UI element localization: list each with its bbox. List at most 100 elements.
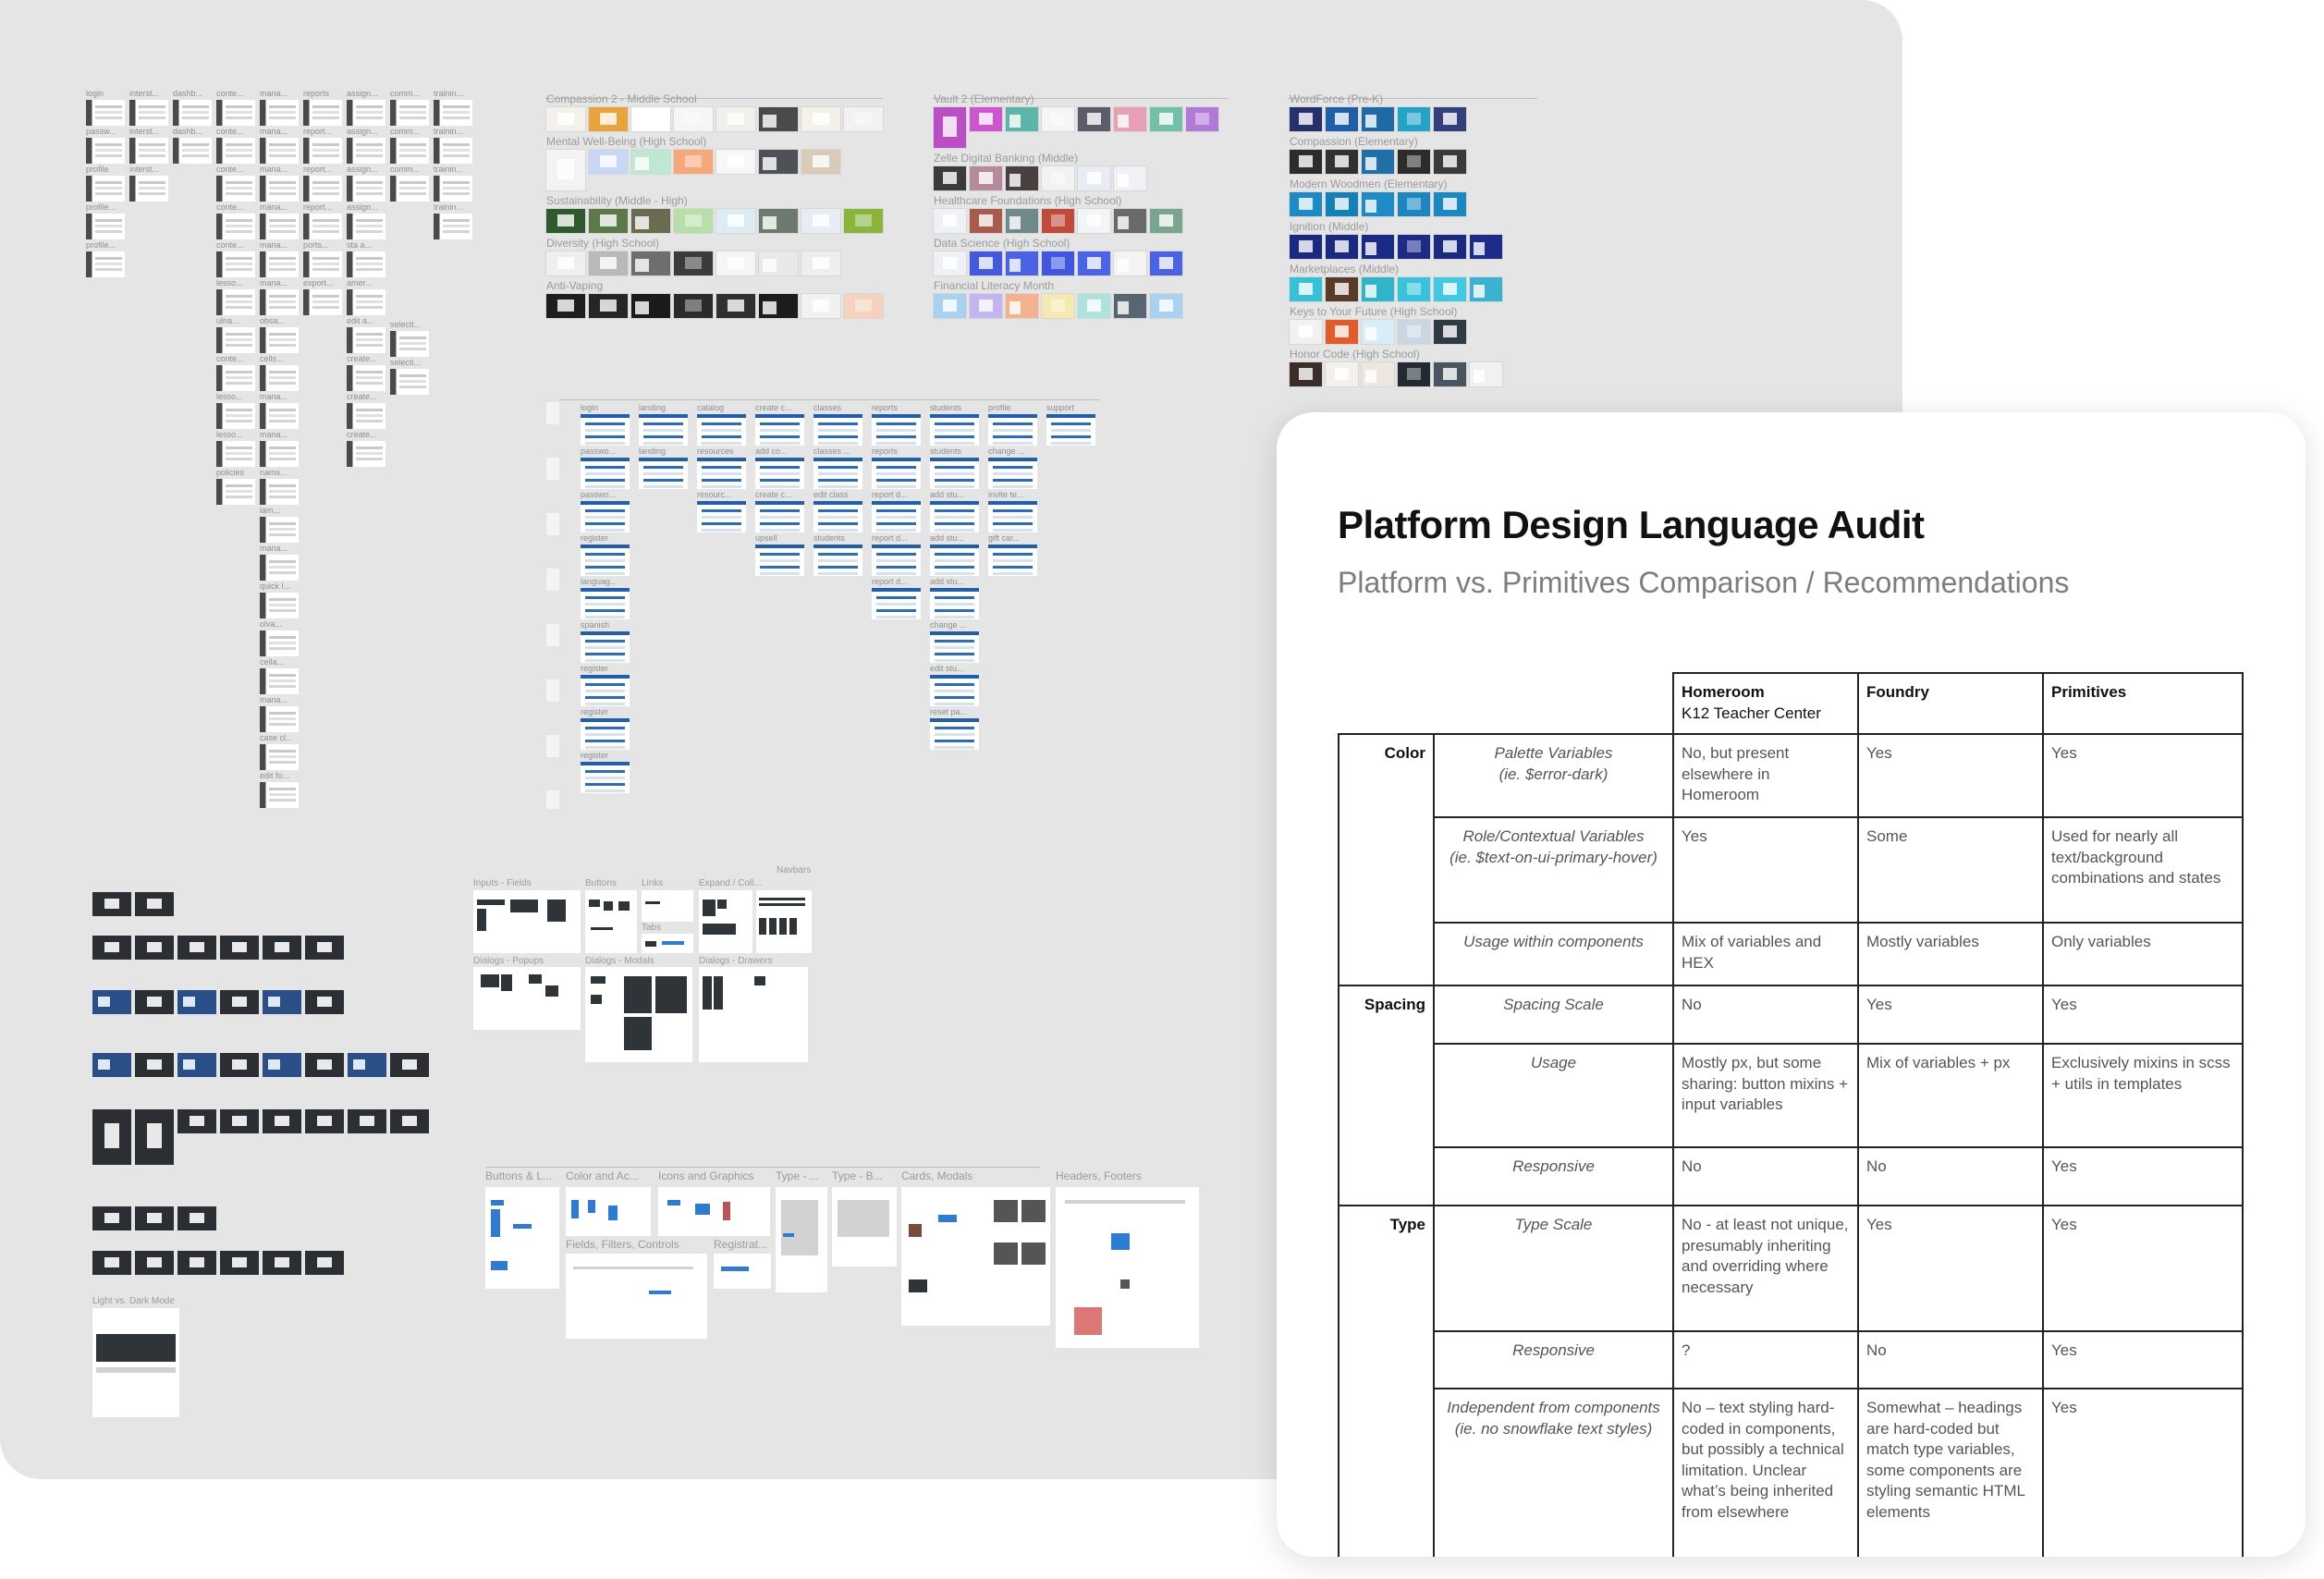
- screen-thumbnail[interactable]: [260, 214, 299, 239]
- screen-thumbnail[interactable]: [930, 458, 979, 489]
- screen-thumbnail[interactable]: [697, 458, 746, 489]
- screen-thumbnail[interactable]: [86, 251, 125, 277]
- screen-thumbnail[interactable]: [1362, 150, 1394, 174]
- screen-thumbnail[interactable]: [303, 289, 342, 315]
- screen-thumbnail[interactable]: [263, 1251, 301, 1275]
- screen-thumbnail[interactable]: [1290, 150, 1322, 174]
- screen-thumbnail[interactable]: [872, 501, 921, 532]
- screen-thumbnail[interactable]: [216, 289, 255, 315]
- screen-thumbnail[interactable]: [347, 441, 385, 467]
- dialogs-popups-board[interactable]: [473, 967, 581, 1030]
- screen-thumbnail[interactable]: [216, 176, 255, 202]
- screen-thumbnail[interactable]: [1078, 209, 1110, 233]
- screen-thumbnail[interactable]: [92, 1206, 131, 1230]
- screen-thumbnail[interactable]: [86, 100, 125, 126]
- screen-thumbnail[interactable]: [988, 414, 1037, 446]
- screen-thumbnail[interactable]: [347, 327, 385, 353]
- screen-thumbnail[interactable]: [305, 936, 344, 960]
- screen-thumbnail[interactable]: [347, 251, 385, 277]
- screen-thumbnail[interactable]: [813, 501, 862, 532]
- screen-thumbnail[interactable]: [1398, 320, 1430, 344]
- screen-thumbnail[interactable]: [759, 251, 798, 275]
- screen-thumbnail[interactable]: [1150, 294, 1182, 318]
- screen-thumbnail[interactable]: [305, 1109, 344, 1133]
- screen-thumbnail[interactable]: [844, 294, 883, 318]
- screen-thumbnail[interactable]: [755, 458, 804, 489]
- screen-thumbnail[interactable]: [674, 294, 713, 318]
- screen-thumbnail[interactable]: [1362, 107, 1394, 131]
- screen-thumbnail[interactable]: [1434, 150, 1466, 174]
- screen-thumbnail[interactable]: [801, 209, 840, 233]
- screen-thumbnail[interactable]: [801, 107, 840, 131]
- screen-thumbnail[interactable]: [801, 150, 840, 174]
- screen-thumbnail[interactable]: [260, 744, 299, 770]
- screen-thumbnail[interactable]: [86, 214, 125, 239]
- screen-thumbnail[interactable]: [303, 138, 342, 164]
- screen-thumbnail[interactable]: [1006, 209, 1038, 233]
- screen-thumbnail[interactable]: [92, 1053, 131, 1077]
- screen-thumbnail[interactable]: [260, 176, 299, 202]
- screen-thumbnail[interactable]: [260, 706, 299, 732]
- screen-thumbnail[interactable]: [177, 1053, 216, 1077]
- screen-thumbnail[interactable]: [639, 414, 688, 446]
- screen-thumbnail[interactable]: [1434, 320, 1466, 344]
- screen-thumbnail[interactable]: [970, 294, 1002, 318]
- screen-thumbnail[interactable]: [589, 209, 628, 233]
- screen-thumbnail[interactable]: [303, 214, 342, 239]
- buttons-board[interactable]: [585, 890, 637, 953]
- screen-thumbnail[interactable]: [930, 675, 979, 706]
- screen-thumbnail[interactable]: [220, 1251, 259, 1275]
- screen-thumbnail[interactable]: [177, 990, 216, 1014]
- screen-thumbnail[interactable]: [1290, 192, 1322, 216]
- screen-thumbnail[interactable]: [1398, 362, 1430, 386]
- dialogs-modals-board[interactable]: [585, 967, 692, 1062]
- screen-thumbnail[interactable]: [347, 100, 385, 126]
- screen-thumbnail[interactable]: [631, 107, 670, 131]
- screen-thumbnail[interactable]: [263, 1109, 301, 1133]
- screen-thumbnail[interactable]: [581, 501, 630, 532]
- screen-thumbnail[interactable]: [759, 107, 798, 131]
- screen-thumbnail[interactable]: [390, 176, 429, 202]
- screen-thumbnail[interactable]: [260, 630, 299, 656]
- screen-thumbnail[interactable]: [930, 414, 979, 446]
- navbars-board[interactable]: [756, 890, 812, 953]
- screen-thumbnail[interactable]: [390, 331, 429, 357]
- screen-thumbnail[interactable]: [303, 251, 342, 277]
- screen-thumbnail[interactable]: [260, 403, 299, 429]
- screen-thumbnail[interactable]: [1006, 294, 1038, 318]
- screen-thumbnail[interactable]: [1326, 362, 1358, 386]
- registration-board[interactable]: [714, 1254, 771, 1289]
- screen-thumbnail[interactable]: [1470, 277, 1502, 301]
- screen-thumbnail[interactable]: [801, 294, 840, 318]
- screen-thumbnail[interactable]: [716, 150, 755, 174]
- screen-thumbnail[interactable]: [1434, 107, 1466, 131]
- screen-thumbnail[interactable]: [872, 414, 921, 446]
- screen-thumbnail[interactable]: [1078, 107, 1110, 131]
- screen-thumbnail[interactable]: [92, 1251, 131, 1275]
- screen-thumbnail[interactable]: [1186, 107, 1218, 131]
- screen-thumbnail[interactable]: [1398, 150, 1430, 174]
- screen-thumbnail[interactable]: [135, 1251, 174, 1275]
- screen-thumbnail[interactable]: [390, 138, 429, 164]
- screen-thumbnail[interactable]: [434, 100, 472, 126]
- screen-thumbnail[interactable]: [390, 1053, 429, 1077]
- screen-thumbnail[interactable]: [581, 762, 630, 793]
- screen-thumbnail[interactable]: [970, 107, 1002, 131]
- tabs-board[interactable]: [642, 934, 693, 953]
- screen-thumbnail[interactable]: [581, 588, 630, 619]
- screen-thumbnail[interactable]: [934, 107, 966, 148]
- screen-thumbnail[interactable]: [263, 936, 301, 960]
- screen-thumbnail[interactable]: [216, 100, 255, 126]
- screen-thumbnail[interactable]: [1114, 107, 1146, 131]
- screen-thumbnail[interactable]: [303, 176, 342, 202]
- expand-collapse-board[interactable]: [699, 890, 752, 953]
- screen-thumbnail[interactable]: [988, 458, 1037, 489]
- screen-thumbnail[interactable]: [546, 294, 585, 318]
- screen-thumbnail[interactable]: [177, 936, 216, 960]
- screen-thumbnail[interactable]: [1150, 107, 1182, 131]
- screen-thumbnail[interactable]: [716, 294, 755, 318]
- screen-thumbnail[interactable]: [631, 294, 670, 318]
- screen-thumbnail[interactable]: [755, 414, 804, 446]
- screen-thumbnail[interactable]: [260, 593, 299, 618]
- dialogs-drawers-board[interactable]: [699, 967, 808, 1062]
